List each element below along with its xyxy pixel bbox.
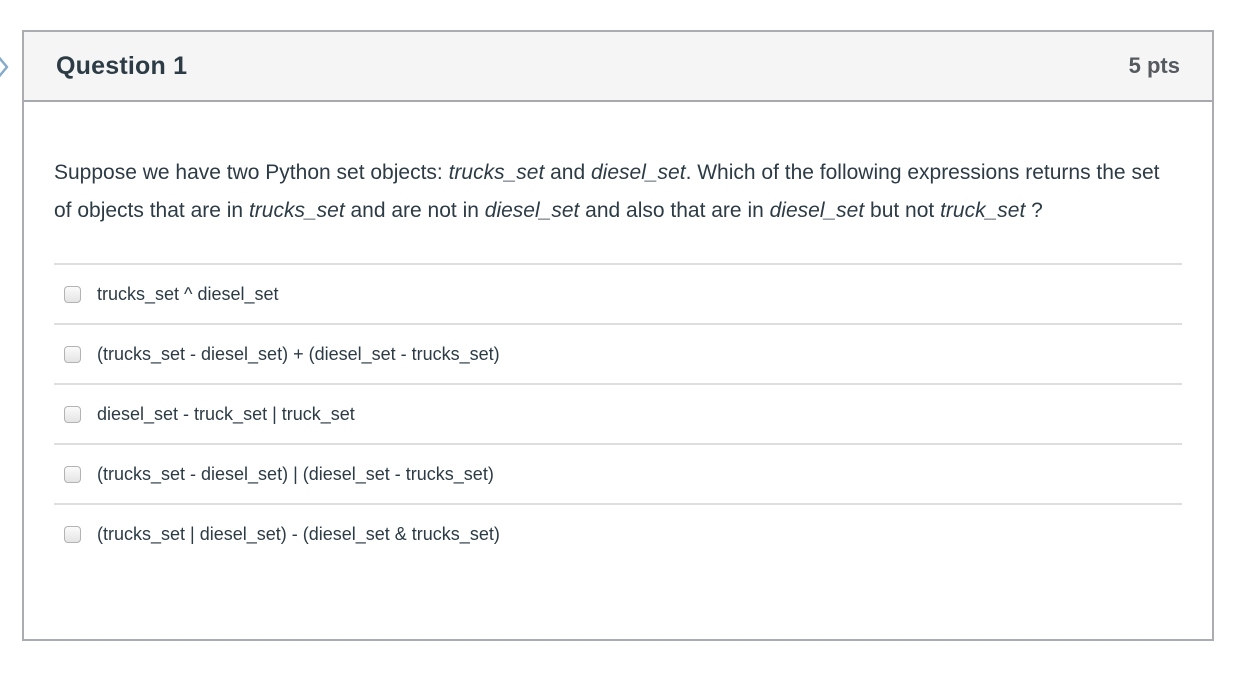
answer-label[interactable]: trucks_set ^ diesel_set xyxy=(97,283,279,304)
question-title: Question 1 xyxy=(56,51,188,80)
question-text-segment: diesel_set xyxy=(591,161,686,184)
question-text-segment: truck_set xyxy=(940,199,1026,222)
question-text-segment: trucks_set xyxy=(248,199,345,222)
question-text-segment: diesel_set xyxy=(484,199,580,222)
option-checkbox[interactable] xyxy=(64,465,81,483)
question-text-segment: but not xyxy=(864,199,941,222)
question-text-segment: Suppose we have two Python set objects: xyxy=(54,161,449,184)
question-text: Suppose we have two Python set objects: … xyxy=(54,154,1182,230)
question-text-segment: trucks_set xyxy=(448,161,545,184)
question-text-segment: ? xyxy=(1025,199,1043,222)
chevron-right-icon xyxy=(0,56,9,78)
option-checkbox[interactable] xyxy=(64,285,81,303)
question-text-segment: and are not in xyxy=(344,199,485,222)
question-header: Question 1 5 pts xyxy=(24,32,1212,102)
answer-row[interactable]: (trucks_set - diesel_set) | (diesel_set … xyxy=(54,443,1182,503)
answer-list: trucks_set ^ diesel_set (trucks_set - di… xyxy=(54,263,1182,563)
option-checkbox[interactable] xyxy=(64,525,81,543)
question-body: Suppose we have two Python set objects: … xyxy=(24,102,1212,563)
question-panel: Question 1 5 pts Suppose we have two Pyt… xyxy=(22,30,1214,641)
question-text-segment: and xyxy=(544,161,591,184)
question-points-badge: 5 pts xyxy=(1128,53,1180,78)
answer-row[interactable]: diesel_set - truck_set | truck_set xyxy=(54,383,1182,443)
answer-label[interactable]: diesel_set - truck_set | truck_set xyxy=(97,403,355,424)
answer-row[interactable]: trucks_set ^ diesel_set xyxy=(54,263,1182,323)
answer-label[interactable]: (trucks_set | diesel_set) - (diesel_set … xyxy=(97,523,500,544)
answer-label[interactable]: (trucks_set - diesel_set) + (diesel_set … xyxy=(97,343,500,364)
answer-label[interactable]: (trucks_set - diesel_set) | (diesel_set … xyxy=(97,463,494,484)
question-text-segment: and also that are in xyxy=(579,199,770,222)
answer-row[interactable]: (trucks_set - diesel_set) + (diesel_set … xyxy=(54,323,1182,383)
option-checkbox[interactable] xyxy=(64,405,81,423)
question-text-segment: . Which of the following expressions ret… xyxy=(54,161,1160,222)
answer-row[interactable]: (trucks_set | diesel_set) - (diesel_set … xyxy=(54,503,1182,563)
option-checkbox[interactable] xyxy=(64,345,81,363)
question-text-segment: diesel_set xyxy=(769,199,865,222)
